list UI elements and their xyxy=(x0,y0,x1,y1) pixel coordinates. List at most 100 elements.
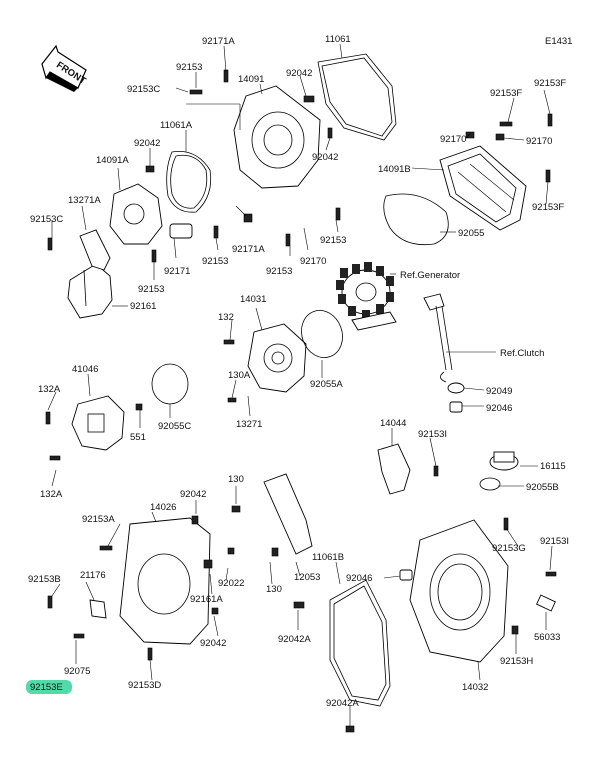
label-92153I: 92153I xyxy=(540,536,569,547)
label-14044: 14044 xyxy=(380,418,406,429)
bolt-markers xyxy=(45,69,557,733)
label-11061A: 11061A xyxy=(160,120,193,131)
label-92042A: 92042A xyxy=(278,634,311,645)
label-92153F: 92153F xyxy=(532,202,564,213)
label-92153G: 92153G xyxy=(492,543,526,554)
cover-14031 xyxy=(247,323,307,393)
label-92170: 92170 xyxy=(440,134,466,145)
highlight-marker xyxy=(26,680,72,694)
label-41046: 41046 xyxy=(72,364,98,375)
cover-14091A xyxy=(109,183,163,245)
label-92153F: 92153F xyxy=(490,88,522,99)
label-13271A: 13271A xyxy=(68,195,101,206)
label-92170: 92170 xyxy=(526,136,552,147)
label-92055B: 92055B xyxy=(526,482,559,493)
label-92153C: 92153C xyxy=(30,214,63,225)
cover-14091B xyxy=(439,145,527,231)
label-92171: 92171 xyxy=(164,266,190,277)
label-16115: 16115 xyxy=(540,461,566,472)
label-11061: 11061 xyxy=(325,34,351,45)
sensor-21176 xyxy=(89,599,107,619)
label-92170: 92170 xyxy=(300,256,326,267)
label-132: 132 xyxy=(218,312,234,323)
gasket-11061A xyxy=(166,151,212,213)
generator-stator xyxy=(336,262,397,331)
housing-41046 xyxy=(71,395,125,451)
leader-lines xyxy=(47,43,553,726)
label-92153A: 92153A xyxy=(82,514,115,525)
washer-92049 xyxy=(447,382,465,394)
gasket-11061 xyxy=(317,53,397,141)
label-92153: 92153 xyxy=(202,256,228,267)
bracket-14044 xyxy=(377,443,411,495)
collar-92046-lower xyxy=(399,569,413,581)
label-92042: 92042 xyxy=(180,489,206,500)
guard-92161 xyxy=(67,263,113,319)
label-92153B: 92153B xyxy=(28,574,61,585)
front-arrow-icon: FRONT xyxy=(41,44,88,92)
label-21176: 21176 xyxy=(80,570,106,581)
label-92153C: 92153C xyxy=(127,84,160,95)
label-14031: 14031 xyxy=(240,294,266,305)
label-14026: 14026 xyxy=(150,502,176,513)
oring-92055C xyxy=(151,363,189,405)
label-ref-clutch: Ref.Clutch xyxy=(500,348,544,359)
label-14091B: 14091B xyxy=(378,164,411,175)
generator-cover-14091 xyxy=(233,85,321,189)
label-92042: 92042 xyxy=(286,68,312,79)
oring-92055B xyxy=(479,477,501,491)
label-92055C: 92055C xyxy=(158,421,191,432)
label-92161A: 92161A xyxy=(190,594,223,605)
gasket-92055 xyxy=(383,193,449,246)
gasket-11061B xyxy=(329,579,391,707)
label-130A: 130A xyxy=(228,370,251,381)
label-92055A: 92055A xyxy=(310,379,343,390)
label-92049: 92049 xyxy=(486,386,512,397)
clamp-92171 xyxy=(169,223,193,239)
label-14032: 14032 xyxy=(462,682,488,693)
label-14091: 14091 xyxy=(238,74,264,85)
label-92153I: 92153I xyxy=(418,429,447,440)
label-92153H: 92153H xyxy=(500,656,533,667)
label-130: 130 xyxy=(228,474,244,485)
label-56033: 56033 xyxy=(534,632,560,643)
part-labels: 92171A 11061 92153 14091 92042 92153C 11… xyxy=(28,34,569,709)
label-132A: 132A xyxy=(40,489,63,500)
label-92055: 92055 xyxy=(458,228,484,239)
label-92042A: 92042A xyxy=(326,698,359,709)
label-92042: 92042 xyxy=(312,152,338,163)
cap-16115 xyxy=(489,451,519,471)
label-92153: 92153 xyxy=(138,284,164,295)
label-92153F: 92153F xyxy=(534,78,566,89)
label-56033 xyxy=(536,594,556,612)
oring-92055A xyxy=(301,310,343,358)
label-92153E: 92153E xyxy=(30,682,63,693)
label-92153D: 92153D xyxy=(128,680,161,691)
bracket-13271A xyxy=(79,229,111,271)
label-12053: 12053 xyxy=(294,572,320,583)
pulser-cover-14026 xyxy=(119,517,211,645)
label-92161: 92161 xyxy=(130,301,156,312)
label-92042: 92042 xyxy=(200,638,226,649)
label-11061B: 11061B xyxy=(312,552,344,563)
label-ref-generator: Ref.Generator xyxy=(400,270,460,281)
clutch-cover-14032 xyxy=(409,519,509,663)
guard-12053 xyxy=(263,473,313,555)
label-92153: 92153 xyxy=(266,266,292,277)
label-551: 551 xyxy=(130,432,146,443)
label-132A: 132A xyxy=(38,384,61,395)
label-92022: 92022 xyxy=(218,578,244,589)
label-92153: 92153 xyxy=(320,235,346,246)
label-92171A: 92171A xyxy=(232,244,265,255)
label-13271: 13271 xyxy=(236,419,262,430)
label-92042: 92042 xyxy=(134,138,160,149)
bushing-92046 xyxy=(449,401,463,413)
diagram-code: E1431 xyxy=(545,36,572,47)
label-92046: 92046 xyxy=(346,573,372,584)
label-92075: 92075 xyxy=(64,666,90,677)
label-130: 130 xyxy=(266,584,282,595)
label-92046: 92046 xyxy=(486,403,512,414)
label-14091A: 14091A xyxy=(96,155,129,166)
label-92153: 92153 xyxy=(176,62,202,73)
